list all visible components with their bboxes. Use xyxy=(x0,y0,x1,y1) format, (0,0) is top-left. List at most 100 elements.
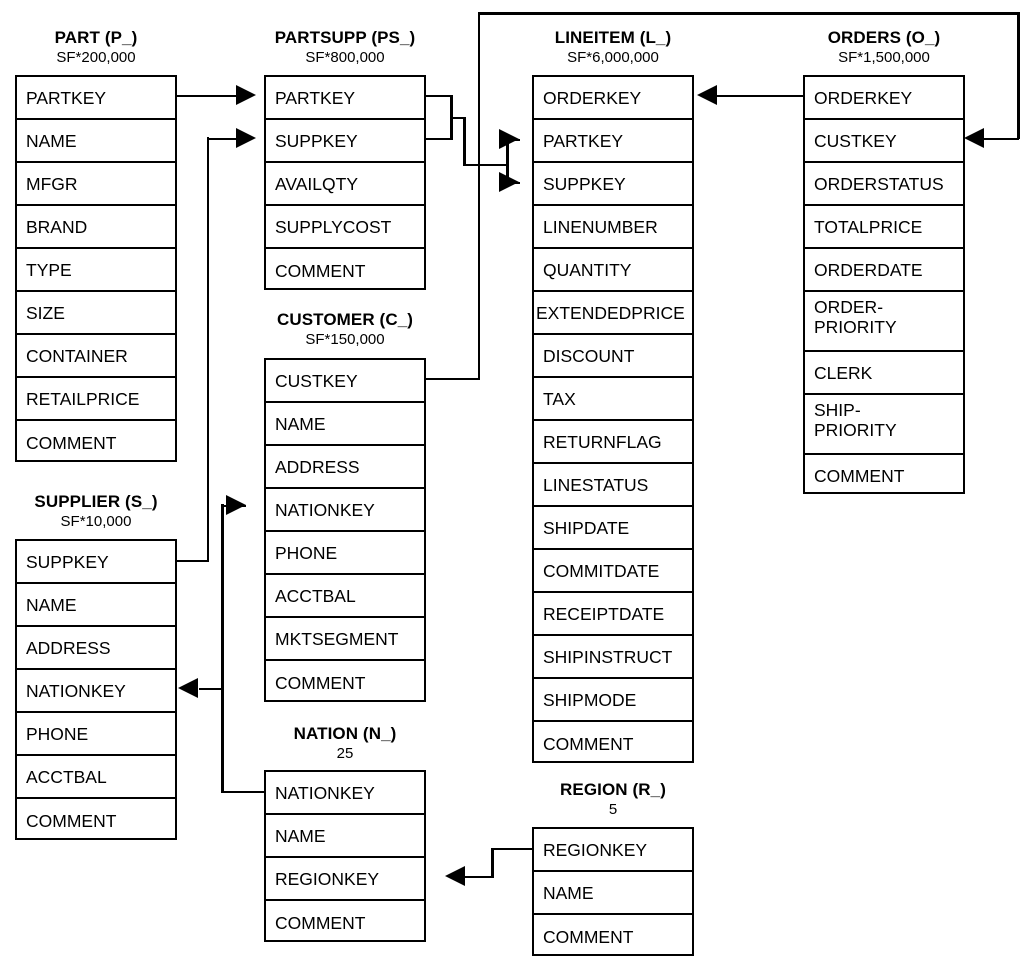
field-customer-name[interactable]: NAME xyxy=(266,403,424,446)
field-orders-orderdate[interactable]: ORDERDATE xyxy=(805,249,963,292)
table-region-cardinality: 5 xyxy=(608,801,618,818)
connector-region-regionkey-seg3 xyxy=(464,875,493,878)
field-orders-comment[interactable]: COMMENT xyxy=(814,465,905,486)
field-part-container[interactable]: CONTAINER xyxy=(17,335,175,378)
field-lineitem-shipdate[interactable]: SHIPDATE xyxy=(534,507,692,550)
field-partsupp-availqty[interactable]: AVAILQTY xyxy=(266,163,424,206)
connector-customer-custkey-seg4 xyxy=(1017,12,1020,139)
table-part-box: PARTKEY NAME MFGR BRAND TYPE SIZE CONTAI… xyxy=(15,75,177,462)
field-supplier-name[interactable]: NAME xyxy=(17,584,175,627)
field-customer-address[interactable]: ADDRESS xyxy=(266,446,424,489)
arrowhead-customer-nationkey xyxy=(226,495,246,515)
connector-partsupp-suppkey-out xyxy=(426,137,452,140)
connector-supplier-suppkey-seg2 xyxy=(206,137,209,562)
table-lineitem-title: LINEITEM (L_) xyxy=(554,28,672,47)
field-part-brand[interactable]: BRAND xyxy=(17,206,175,249)
field-lineitem-tax[interactable]: TAX xyxy=(534,378,692,421)
field-part-mfgr[interactable]: MFGR xyxy=(17,163,175,206)
field-lineitem-comment[interactable]: COMMENT xyxy=(543,733,634,754)
field-partsupp-comment[interactable]: COMMENT xyxy=(275,260,366,281)
table-lineitem: LINEITEM (L_) SF*6,000,000 xyxy=(532,28,694,67)
table-orders-box: ORDERKEY CUSTKEY ORDERSTATUS TOTALPRICE … xyxy=(803,75,965,494)
connector-supplier-suppkey-seg3 xyxy=(206,137,240,140)
field-lineitem-suppkey[interactable]: SUPPKEY xyxy=(534,163,692,206)
field-customer-acctbal[interactable]: ACCTBAL xyxy=(266,575,424,618)
field-part-comment[interactable]: COMMENT xyxy=(26,432,117,453)
field-lineitem-returnflag[interactable]: RETURNFLAG xyxy=(534,421,692,464)
field-orders-shippriority-line2: PRIORITY xyxy=(814,420,897,440)
field-part-type[interactable]: TYPE xyxy=(17,249,175,292)
field-orders-orderpriority-line1: ORDER- xyxy=(814,297,884,317)
table-customer-box: CUSTKEY NAME ADDRESS NATIONKEY PHONE ACC… xyxy=(264,358,426,702)
field-lineitem-linestatus[interactable]: LINESTATUS xyxy=(534,464,692,507)
field-lineitem-partkey[interactable]: PARTKEY xyxy=(534,120,692,163)
field-orders-orderstatus[interactable]: ORDERSTATUS xyxy=(805,163,963,206)
field-lineitem-discount[interactable]: DISCOUNT xyxy=(534,335,692,378)
table-supplier-cardinality: SF*10,000 xyxy=(60,513,132,530)
field-orders-custkey[interactable]: CUSTKEY xyxy=(805,120,963,163)
arrowhead-lineitem-orderkey xyxy=(697,85,717,105)
table-nation-cardinality: 25 xyxy=(336,745,354,762)
field-partsupp-partkey[interactable]: PARTKEY xyxy=(266,77,424,120)
table-region-box: REGIONKEY NAME COMMENT xyxy=(532,827,694,956)
field-customer-nationkey[interactable]: NATIONKEY xyxy=(266,489,424,532)
field-supplier-suppkey[interactable]: SUPPKEY xyxy=(17,541,175,584)
field-orders-clerk[interactable]: CLERK xyxy=(805,352,963,395)
arrowhead-orders-custkey xyxy=(964,128,984,148)
table-lineitem-box: ORDERKEY PARTKEY SUPPKEY LINENUMBER QUAN… xyxy=(532,75,694,763)
table-customer-title: CUSTOMER (C_) xyxy=(276,310,414,329)
field-orders-orderpriority-line2: PRIORITY xyxy=(814,317,897,337)
field-lineitem-linenumber[interactable]: LINENUMBER xyxy=(534,206,692,249)
table-nation-title: NATION (N_) xyxy=(293,724,397,743)
field-nation-nationkey[interactable]: NATIONKEY xyxy=(266,772,424,815)
connector-region-regionkey-seg2 xyxy=(491,847,494,878)
field-customer-phone[interactable]: PHONE xyxy=(266,532,424,575)
field-lineitem-quantity[interactable]: QUANTITY xyxy=(534,249,692,292)
connector-customer-custkey-seg1 xyxy=(424,377,480,380)
field-orders-orderkey[interactable]: ORDERKEY xyxy=(805,77,963,120)
field-orders-totalprice[interactable]: TOTALPRICE xyxy=(805,206,963,249)
field-part-partkey[interactable]: PARTKEY xyxy=(17,77,175,120)
connector-partsupp-down-v xyxy=(463,116,466,165)
table-supplier: SUPPLIER (S_) SF*10,000 xyxy=(15,492,177,531)
table-region: REGION (R_) 5 xyxy=(532,780,694,819)
table-orders: ORDERS (O_) SF*1,500,000 xyxy=(803,28,965,67)
field-lineitem-shipmode[interactable]: SHIPMODE xyxy=(534,679,692,722)
field-lineitem-commitdate[interactable]: COMMITDATE xyxy=(534,550,692,593)
field-part-size[interactable]: SIZE xyxy=(17,292,175,335)
field-orders-shippriority[interactable]: SHIP- PRIORITY xyxy=(805,395,963,455)
field-part-name[interactable]: NAME xyxy=(17,120,175,163)
connector-supplier-suppkey-seg1 xyxy=(177,559,209,562)
table-part: PART (P_) SF*200,000 xyxy=(15,28,177,67)
field-region-regionkey[interactable]: REGIONKEY xyxy=(534,829,692,872)
field-partsupp-supplycost[interactable]: SUPPLYCOST xyxy=(266,206,424,249)
field-region-name[interactable]: NAME xyxy=(534,872,692,915)
field-supplier-phone[interactable]: PHONE xyxy=(17,713,175,756)
table-lineitem-cardinality: SF*6,000,000 xyxy=(567,49,659,66)
table-supplier-box: SUPPKEY NAME ADDRESS NATIONKEY PHONE ACC… xyxy=(15,539,177,840)
field-region-comment[interactable]: COMMENT xyxy=(543,926,634,947)
field-lineitem-receiptdate[interactable]: RECEIPTDATE xyxy=(534,593,692,636)
connector-nation-to-supplier xyxy=(199,687,222,690)
table-part-cardinality: SF*200,000 xyxy=(56,49,136,66)
field-customer-comment[interactable]: COMMENT xyxy=(275,672,366,693)
field-orders-orderpriority[interactable]: ORDER- PRIORITY xyxy=(805,292,963,352)
arrowhead-lineitem-partkey xyxy=(499,129,519,149)
field-partsupp-suppkey[interactable]: SUPPKEY xyxy=(266,120,424,163)
field-supplier-address[interactable]: ADDRESS xyxy=(17,627,175,670)
field-lineitem-extendedprice[interactable]: EXTENDEDPRICE xyxy=(534,292,692,335)
field-part-retailprice[interactable]: RETAILPRICE xyxy=(17,378,175,421)
field-supplier-acctbal[interactable]: ACCTBAL xyxy=(17,756,175,799)
field-nation-name[interactable]: NAME xyxy=(266,815,424,858)
arrowhead-lineitem-suppkey xyxy=(499,172,519,192)
field-customer-mktsegment[interactable]: MKTSEGMENT xyxy=(266,618,424,661)
field-supplier-nationkey[interactable]: NATIONKEY xyxy=(17,670,175,713)
field-nation-comment[interactable]: COMMENT xyxy=(275,912,366,933)
field-customer-custkey[interactable]: CUSTKEY xyxy=(266,360,424,403)
field-lineitem-orderkey[interactable]: ORDERKEY xyxy=(534,77,692,120)
arrowhead-partsupp-partkey xyxy=(236,85,256,105)
field-lineitem-shipinstruct[interactable]: SHIPINSTRUCT xyxy=(534,636,692,679)
field-supplier-comment[interactable]: COMMENT xyxy=(26,810,117,831)
table-orders-title: ORDERS (O_) xyxy=(827,28,941,47)
field-nation-regionkey[interactable]: REGIONKEY xyxy=(266,858,424,901)
